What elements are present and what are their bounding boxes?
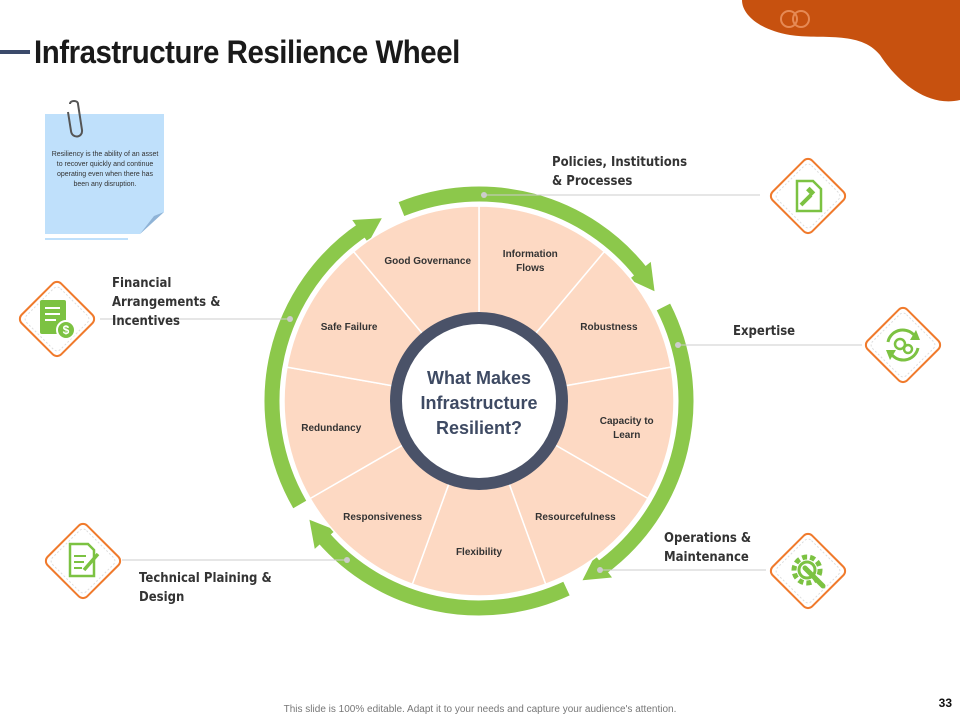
- sticky-note: [45, 114, 164, 234]
- document-gavel-icon: [769, 157, 847, 235]
- ring-arrow-arc: [317, 531, 570, 616]
- segment-label: Robustness: [580, 322, 638, 333]
- outer-arrow-ring: [264, 186, 694, 616]
- note-text: Resiliency is the ability of an asset to…: [51, 151, 159, 188]
- paperclip-icon: [67, 100, 84, 138]
- ring-arrow-head: [352, 218, 382, 243]
- center-hub: [390, 312, 568, 490]
- ring-arrow-head: [309, 519, 336, 549]
- footer-note: This slide is 100% editable. Adapt it to…: [283, 704, 677, 715]
- center-line-3: Resilient?: [436, 418, 522, 438]
- center-line-2: Infrastructure: [420, 393, 537, 413]
- callout-expertise: Expertise: [733, 324, 796, 339]
- segment-label: Flexibility: [456, 547, 503, 558]
- ring-arrow-arc: [398, 186, 649, 279]
- callout-policies: Policies, Institutions & Processes: [552, 155, 688, 189]
- document-dollar-icon: $: [18, 280, 96, 358]
- center-line-1: What Makes: [427, 368, 531, 388]
- note-underline: [45, 238, 128, 240]
- refresh-gears-icon: [864, 306, 942, 384]
- document-pen-icon: [44, 522, 122, 600]
- callout-technical: Technical Plaining & Design: [139, 571, 272, 605]
- callout-financial: Financial Arrangements & Incentives: [112, 276, 221, 329]
- gear-wrench-icon: [769, 532, 847, 610]
- ring-arrow-arc: [264, 223, 368, 509]
- title-accent-bar: [0, 50, 30, 54]
- callout-leaders: [100, 192, 862, 573]
- note-fold-corner: [140, 212, 164, 234]
- segment-label: Responsiveness: [343, 512, 422, 523]
- callout-operations: Operations & Maintenance: [664, 531, 752, 565]
- page-number: 33: [938, 696, 952, 710]
- segment-label: Resourcefulness: [535, 512, 616, 523]
- ring-arrow-head: [582, 555, 613, 581]
- segment-label: Good Governance: [384, 256, 471, 267]
- svg-text:$: $: [63, 323, 70, 337]
- ring-arrow-head: [628, 261, 655, 292]
- page-title: Infrastructure Resilience Wheel: [34, 34, 460, 70]
- segment-label: Safe Failure: [321, 322, 378, 333]
- segment-label: Redundancy: [301, 423, 361, 434]
